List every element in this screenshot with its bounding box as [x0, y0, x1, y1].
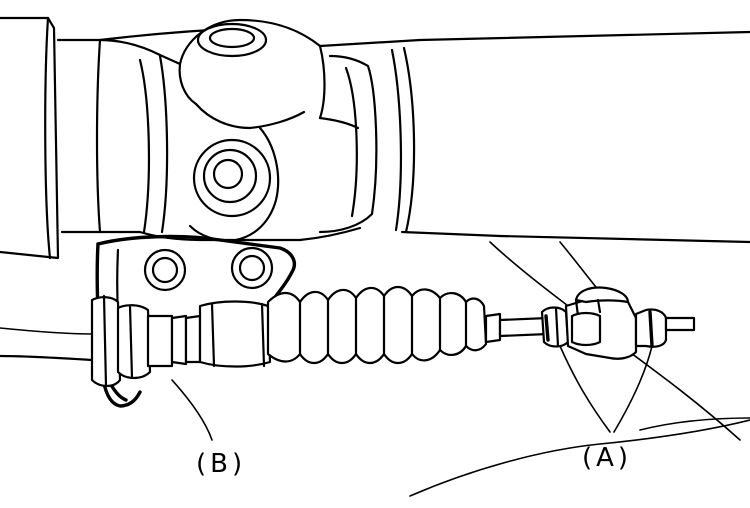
tie-rod [484, 312, 550, 344]
leader-line-b [171, 379, 213, 441]
boot-collar [198, 300, 272, 368]
leader-lines-a [559, 345, 653, 433]
tie-rod-end-a [540, 286, 696, 360]
universal-joint [98, 18, 378, 242]
left-housing [0, 16, 102, 260]
bracket-bolt-left [143, 248, 187, 292]
rack-end-flange [0, 294, 202, 388]
callout-label-a: (A) [582, 443, 632, 473]
bracket-bolt-right [230, 246, 274, 290]
joint-bolt-outer [192, 138, 272, 218]
main-shaft-tube [98, 26, 750, 244]
bellows-boot [266, 285, 488, 365]
callout-label-b: (B) [196, 449, 246, 479]
